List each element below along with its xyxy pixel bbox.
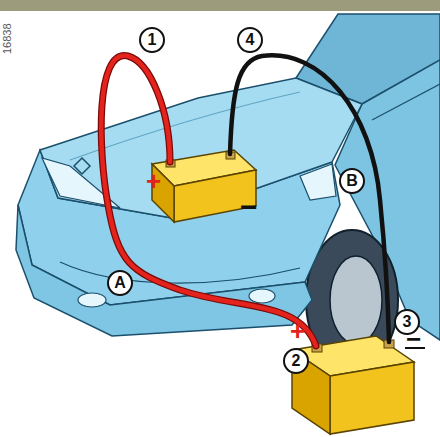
figure-number: 16838 bbox=[2, 23, 13, 54]
callout-number: B bbox=[346, 173, 358, 189]
callout-circle: 1 bbox=[139, 27, 165, 53]
callout-circle: 2 bbox=[283, 348, 309, 374]
fog-light bbox=[249, 289, 275, 303]
header-band bbox=[0, 0, 440, 11]
callout-circle: A bbox=[107, 270, 133, 296]
logo bbox=[74, 158, 90, 174]
callout-number: 1 bbox=[148, 32, 157, 48]
red-cable bbox=[101, 56, 316, 346]
callout-number: 2 bbox=[292, 353, 301, 369]
plus-sign: + bbox=[146, 168, 161, 194]
booster-battery bbox=[292, 336, 414, 434]
headlight bbox=[300, 164, 336, 200]
plus-sign: + bbox=[290, 318, 305, 344]
callout-circle: 4 bbox=[237, 27, 263, 53]
black-cable bbox=[230, 55, 389, 342]
callout-number: A bbox=[114, 275, 126, 291]
minus-sign: − bbox=[406, 326, 421, 352]
fog-light bbox=[78, 293, 106, 307]
callout-circle: B bbox=[339, 168, 365, 194]
minus-sign: − bbox=[240, 192, 258, 222]
callout-number: 4 bbox=[246, 32, 255, 48]
bumper bbox=[16, 205, 312, 336]
